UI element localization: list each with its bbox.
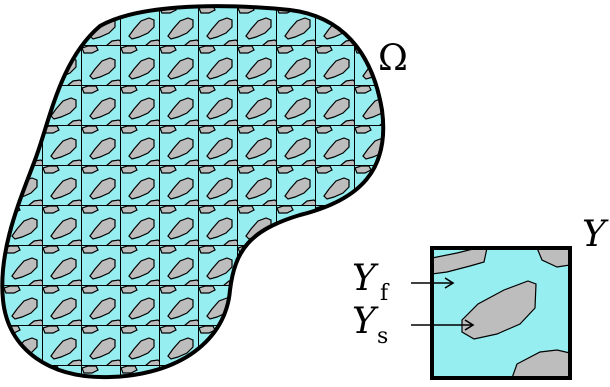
cell-border	[430, 246, 572, 380]
solid-arrow	[411, 319, 475, 331]
fluid-label: Y f	[352, 258, 390, 306]
solid-label-sub: s	[377, 324, 388, 349]
domain-omega	[0, 4, 386, 380]
solid-label-main: Y	[352, 301, 379, 342]
reference-cell	[430, 246, 572, 380]
fluid-label-sub: f	[380, 281, 390, 306]
domain-boundary	[0, 4, 386, 380]
cell-solid-center	[461, 280, 537, 340]
solid-label: Y s	[352, 301, 388, 349]
domain-fill	[2, 6, 384, 378]
cell-label: Y	[582, 214, 609, 255]
domain-label: Ω	[378, 38, 408, 79]
cell-solid-top-left	[431, 247, 488, 275]
fluid-arrow	[411, 277, 455, 289]
fluid-label-main: Y	[352, 258, 379, 299]
